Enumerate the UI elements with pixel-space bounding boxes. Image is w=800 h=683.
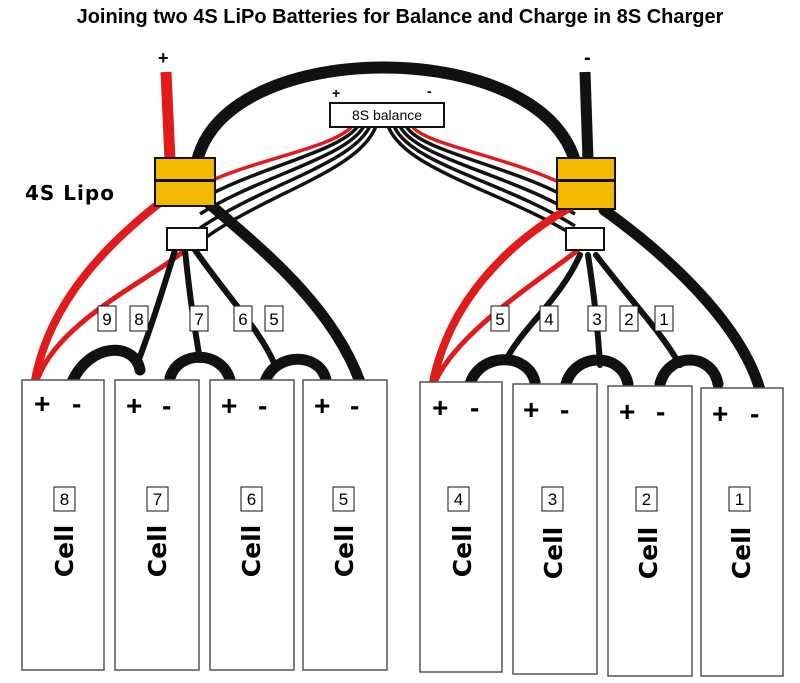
wire-labels-left: 9 8 7 6 5: [97, 305, 284, 332]
balance-wires-left: [199, 124, 378, 240]
wire-label: 6: [238, 310, 247, 329]
wire-label: 4: [544, 310, 553, 329]
cell-word: Cell: [237, 525, 266, 577]
cell-plus-sign: +: [619, 396, 635, 427]
cell-word: Cell: [448, 525, 477, 577]
battery-label: 4S Lipo: [25, 181, 115, 205]
left-balance-plug: [166, 227, 208, 251]
wire-label: 9: [102, 310, 111, 329]
cell-2: + - 2 Cell: [607, 385, 693, 677]
cell-number: 8: [60, 490, 69, 509]
cell-3: + - 3 Cell: [512, 383, 598, 675]
wire-label: 5: [269, 310, 278, 329]
balance-connector-label: 8S balance: [352, 107, 422, 123]
wire-label: 5: [495, 310, 504, 329]
right-harness: [429, 201, 766, 396]
cell-minus-sign: -: [72, 388, 81, 419]
wire-label: 3: [592, 310, 601, 329]
cell-number: 1: [735, 490, 744, 509]
cell-plus-sign: +: [126, 390, 142, 421]
balance-wires-right: [386, 124, 579, 238]
main-minus-sign: -: [584, 47, 591, 69]
cell-minus-sign: -: [350, 390, 359, 421]
wire-label: 1: [659, 310, 668, 329]
cell-plus-sign: +: [314, 390, 330, 421]
main-negative-lead: [579, 71, 594, 161]
cell-number: 2: [642, 490, 651, 509]
balance-minus-sign: -: [427, 83, 432, 99]
cell-4: + - 4 Cell: [419, 381, 503, 673]
wire-label: 2: [624, 310, 633, 329]
left-harness: [31, 191, 366, 388]
cell-word: Cell: [50, 525, 79, 577]
series-link-cable: [189, 61, 584, 181]
cell-minus-sign: -: [656, 396, 665, 427]
cell-minus-sign: -: [162, 390, 171, 421]
cell-word: Cell: [330, 525, 359, 577]
cell-number: 4: [454, 490, 463, 509]
cell-plus-sign: +: [221, 390, 237, 421]
cell-minus-sign: -: [750, 398, 759, 429]
cell-word: Cell: [143, 525, 172, 577]
main-plus-sign: +: [158, 48, 169, 68]
cell-minus-sign: -: [258, 390, 267, 421]
cell-minus-sign: -: [470, 392, 479, 423]
cell-5: + - 5 Cell: [302, 379, 388, 671]
left-xt-connector: [154, 157, 216, 207]
cell-1: + - 1 Cell: [700, 387, 784, 677]
cell-plus-sign: +: [523, 394, 539, 425]
cell-minus-sign: -: [560, 394, 569, 425]
wire-label: 8: [134, 310, 143, 329]
cell-number: 5: [339, 490, 348, 509]
right-xt-connector: [556, 157, 616, 210]
main-positive-lead: [160, 71, 176, 161]
cell-6: + - 6 Cell: [209, 379, 295, 671]
cell-word: Cell: [727, 527, 756, 579]
cell-8: + - 8 Cell: [21, 379, 105, 671]
cell-number: 6: [247, 490, 256, 509]
cell-7: + - 7 Cell: [114, 379, 200, 671]
cell-plus-sign: +: [712, 398, 728, 429]
right-balance-plug: [565, 227, 605, 251]
cell-number: 3: [548, 490, 557, 509]
cell-word: Cell: [539, 527, 568, 579]
balance-connector: [329, 102, 445, 128]
balance-plus-sign: +: [332, 85, 340, 101]
cell-plus-sign: +: [432, 392, 448, 423]
cell-word: Cell: [634, 527, 663, 579]
cell-plus-sign: +: [34, 388, 50, 419]
wire-label: 7: [194, 310, 203, 329]
diagram-title: Joining two 4S LiPo Batteries for Balanc…: [77, 6, 724, 28]
wire-labels-right: 5 4 3 2 1: [490, 305, 674, 332]
cell-number: 7: [153, 490, 162, 509]
